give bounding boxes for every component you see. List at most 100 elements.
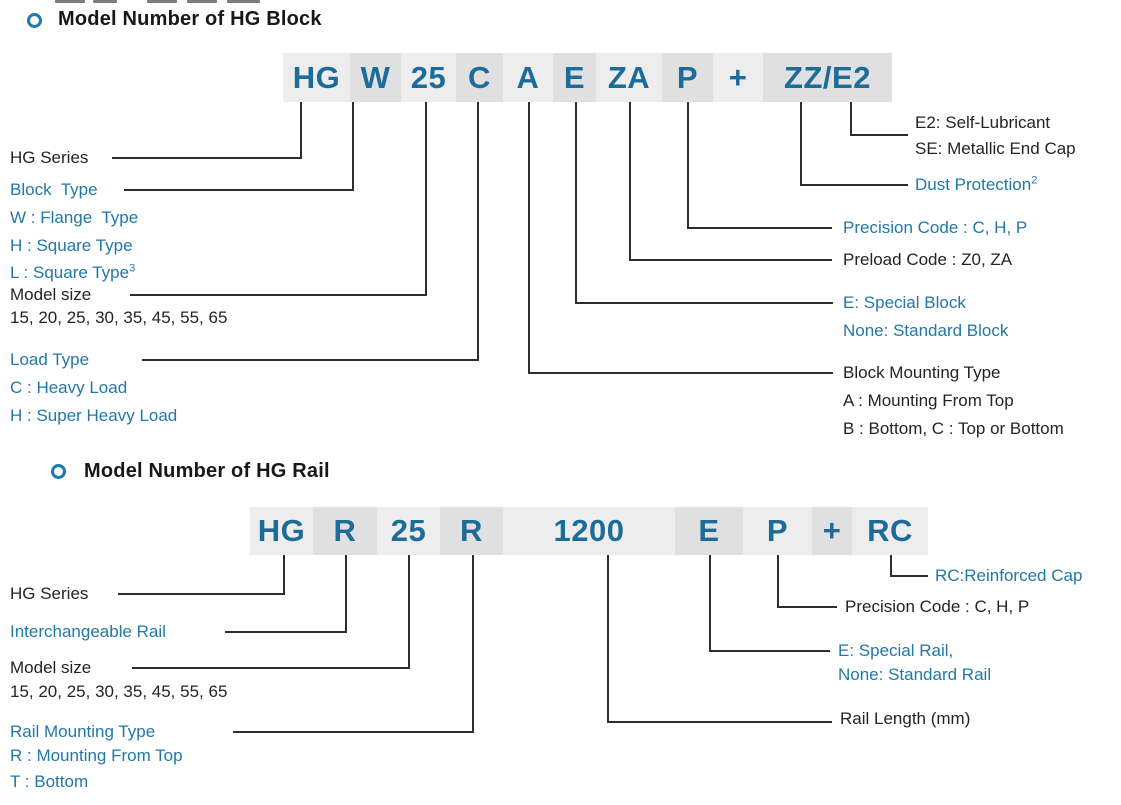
connector-line bbox=[283, 555, 285, 595]
connector-line bbox=[890, 575, 928, 577]
connector-line bbox=[687, 227, 832, 229]
label-precision-code: Precision Code : C, H, P bbox=[843, 218, 1028, 237]
label-r-top: R : Mounting From Top bbox=[10, 746, 183, 765]
connector-line bbox=[607, 555, 609, 723]
code-cell-25: 25 bbox=[401, 53, 456, 102]
connector-line bbox=[800, 184, 908, 186]
code-cell-r2: R bbox=[440, 507, 503, 555]
code-cell-za: ZA bbox=[596, 53, 662, 102]
label-sizes: 15, 20, 25, 30, 35, 45, 55, 65 bbox=[10, 682, 228, 701]
clipped-text-fragment bbox=[187, 0, 217, 3]
code-cell-c: C bbox=[456, 53, 503, 102]
connector-line bbox=[124, 189, 354, 191]
label-sizes: 15, 20, 25, 30, 35, 45, 55, 65 bbox=[10, 308, 228, 327]
label-rc-reinforced-cap: RC:Reinforced Cap bbox=[935, 566, 1083, 585]
clipped-text-fragment bbox=[93, 0, 117, 3]
code-cell-1200: 1200 bbox=[503, 507, 675, 555]
label-w-flange: W : Flange Type bbox=[10, 208, 139, 227]
connector-line bbox=[709, 650, 830, 652]
connector-line bbox=[687, 102, 689, 229]
connector-line bbox=[890, 555, 892, 577]
clipped-text-fragment bbox=[227, 0, 260, 3]
connector-line bbox=[629, 259, 832, 261]
label-model-size: Model size bbox=[10, 658, 92, 677]
label-block-type: Block Type bbox=[10, 180, 98, 199]
code-cell-w: W bbox=[350, 53, 401, 102]
section-bullet-icon bbox=[51, 464, 66, 479]
code-cell-rc: RC bbox=[852, 507, 928, 555]
code-cell-e: E bbox=[675, 507, 743, 555]
code-cell-25: 25 bbox=[377, 507, 440, 555]
code-cell-hg: HG bbox=[283, 53, 350, 102]
code-cell-r: R bbox=[313, 507, 377, 555]
connector-line bbox=[118, 593, 285, 595]
connector-line bbox=[777, 606, 837, 608]
label-e-special-rail: E: Special Rail, bbox=[838, 641, 954, 660]
superscript: 2 bbox=[1031, 174, 1038, 187]
code-cell-plus: + bbox=[713, 53, 763, 102]
code-cell-a: A bbox=[503, 53, 553, 102]
connector-line bbox=[225, 631, 347, 633]
section-title-hg-rail: Model Number of HG Rail bbox=[84, 460, 330, 482]
connector-line bbox=[132, 667, 410, 669]
label-c-heavy: C : Heavy Load bbox=[10, 378, 128, 397]
label-mounting-a: A : Mounting From Top bbox=[843, 391, 1014, 410]
label-hg-series: HG Series bbox=[10, 584, 89, 603]
label-text: L : Square Type bbox=[10, 263, 130, 282]
label-e-special-block: E: Special Block bbox=[843, 293, 966, 312]
superscript: 3 bbox=[129, 262, 136, 275]
connector-line bbox=[528, 372, 833, 374]
connector-line bbox=[472, 555, 474, 733]
connector-line bbox=[528, 102, 530, 374]
label-dust-protection: Dust Protection2 bbox=[915, 174, 1038, 194]
label-h-square: H : Square Type bbox=[10, 236, 133, 255]
label-mounting-bc: B : Bottom, C : Top or Bottom bbox=[843, 419, 1064, 438]
connector-line bbox=[800, 102, 802, 186]
label-hg-series: HG Series bbox=[10, 148, 89, 167]
label-none-standard-rail: None: Standard Rail bbox=[838, 665, 992, 684]
label-precision-code: Precision Code : C, H, P bbox=[845, 597, 1030, 616]
connector-line bbox=[345, 555, 347, 633]
section-bullet-icon bbox=[27, 13, 42, 28]
label-none-standard-block: None: Standard Block bbox=[843, 321, 1009, 340]
connector-line bbox=[352, 102, 354, 191]
connector-line bbox=[607, 721, 832, 723]
clipped-text-fragment bbox=[147, 0, 177, 3]
connector-line bbox=[850, 134, 908, 136]
connector-line bbox=[629, 102, 631, 261]
label-model-size: Model size bbox=[10, 285, 92, 304]
code-cell-zze2: ZZ/E2 bbox=[763, 53, 892, 102]
connector-line bbox=[112, 157, 302, 159]
connector-line bbox=[477, 102, 479, 361]
connector-line bbox=[709, 555, 711, 652]
connector-line bbox=[850, 102, 852, 136]
label-t-bottom: T : Bottom bbox=[10, 772, 89, 791]
label-l-square: L : Square Type3 bbox=[10, 262, 136, 282]
label-interchangeable: Interchangeable Rail bbox=[10, 622, 166, 641]
clipped-text-fragment bbox=[55, 0, 85, 3]
label-rail-length: Rail Length (mm) bbox=[840, 709, 971, 728]
connector-line bbox=[575, 302, 833, 304]
connector-line bbox=[142, 359, 479, 361]
code-cell-p: P bbox=[743, 507, 812, 555]
code-cell-e: E bbox=[553, 53, 596, 102]
code-cell-hg: HG bbox=[250, 507, 313, 555]
label-h-super: H : Super Heavy Load bbox=[10, 406, 178, 425]
code-cell-p: P bbox=[662, 53, 713, 102]
label-se-metallic-end-cap: SE: Metallic End Cap bbox=[915, 139, 1076, 158]
connector-line bbox=[300, 102, 302, 159]
code-cell-plus: + bbox=[812, 507, 852, 555]
label-preload-code: Preload Code : Z0, ZA bbox=[843, 250, 1013, 269]
connector-line bbox=[130, 294, 427, 296]
label-text: Dust Protection bbox=[915, 175, 1032, 194]
connector-line bbox=[425, 102, 427, 296]
label-block-mounting-type: Block Mounting Type bbox=[843, 363, 1001, 382]
label-rail-mounting-type: Rail Mounting Type bbox=[10, 722, 156, 741]
label-e2-self-lubricant: E2: Self-Lubricant bbox=[915, 113, 1051, 132]
connector-line bbox=[408, 555, 410, 669]
connector-line bbox=[575, 102, 577, 304]
connector-line bbox=[233, 731, 474, 733]
connector-line bbox=[777, 555, 779, 608]
section-title-hg-block: Model Number of HG Block bbox=[58, 8, 322, 30]
